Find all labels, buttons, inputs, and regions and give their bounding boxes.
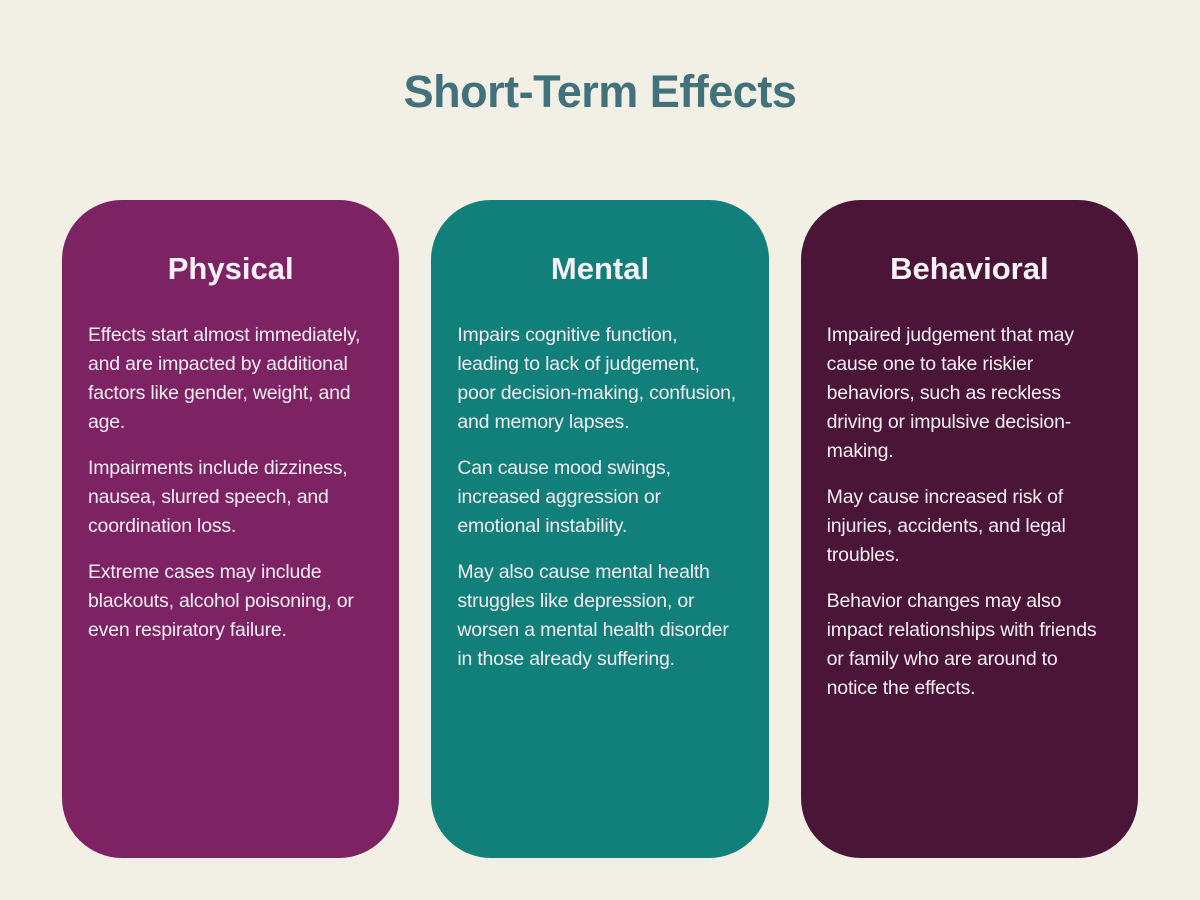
card-behavioral-body: Impaired judgement that may cause one to… [827,321,1112,703]
card-physical-body: Effects start almost immediately, and ar… [88,321,373,645]
card-behavioral-paragraph: Behavior changes may also impact relatio… [826,589,1097,699]
card-mental-heading: Mental [550,251,650,286]
card-mental-body: Impairs cognitive function, leading to l… [457,321,742,674]
card-physical-paragraph: Effects start almost immediately, and ar… [88,323,361,433]
card-mental: Mental Impairs cognitive function, leadi… [431,200,769,858]
card-physical: Physical Effects start almost immediatel… [62,200,400,858]
card-physical-paragraph: Impairments include dizziness, nausea, s… [88,456,348,537]
card-behavioral-heading: Behavioral [890,251,1049,286]
card-behavioral-paragraph: Impaired judgement that may cause one to… [826,323,1074,462]
cards-row: Physical Effects start almost immediatel… [62,200,1138,858]
card-mental-paragraph: Impairs cognitive function, leading to l… [457,323,737,433]
card-physical-paragraph: Extreme cases may include blackouts, alc… [88,560,354,641]
card-behavioral: Behavioral Impaired judgement that may c… [800,200,1138,858]
card-physical-heading: Physical [167,251,294,286]
card-mental-paragraph: May also cause mental health struggles l… [457,560,729,670]
page-title: Short-Term Effects [403,66,797,117]
card-behavioral-paragraph: May cause increased risk of injuries, ac… [826,485,1066,566]
card-mental-paragraph: Can cause mood swings, increased aggress… [457,456,671,537]
